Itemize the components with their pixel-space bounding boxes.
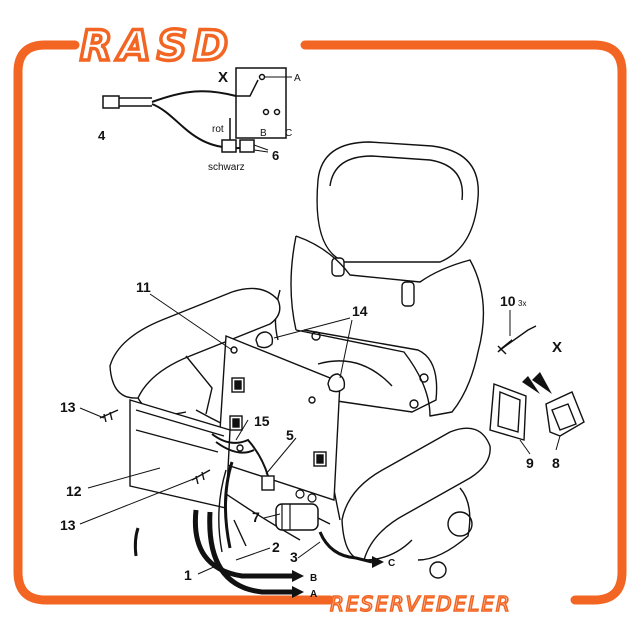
pin-c-label: C bbox=[285, 128, 292, 139]
pin-a-label: A bbox=[294, 73, 301, 84]
part-8-label: 8 bbox=[552, 455, 560, 471]
part-3-label: 3 bbox=[290, 549, 298, 565]
part-13-top-label: 13 bbox=[60, 399, 76, 415]
view-x-label: X bbox=[552, 339, 562, 356]
part-6-label: 6 bbox=[272, 148, 279, 163]
wire-black-label: schwarz bbox=[208, 162, 245, 173]
inset-title: X bbox=[218, 69, 228, 86]
part-1-label: 1 bbox=[184, 567, 192, 583]
part-11-label: 11 bbox=[136, 279, 151, 295]
brand-footer: RESERVEDELER bbox=[330, 592, 512, 616]
part-10-qty: 3x bbox=[518, 299, 526, 308]
part-13-bottom-label: 13 bbox=[60, 517, 76, 533]
arrow-a-label: A bbox=[310, 589, 317, 600]
part-10-label: 10 bbox=[500, 293, 516, 309]
wiring-harness bbox=[133, 433, 373, 595]
side-cover bbox=[99, 399, 231, 509]
part-12-label: 12 bbox=[66, 483, 82, 499]
part-2-label: 2 bbox=[272, 539, 280, 555]
pin-b-label: B bbox=[260, 128, 267, 139]
brand-frame bbox=[13, 40, 627, 605]
brand-logo: RASD bbox=[80, 21, 234, 70]
part-5-label: 5 bbox=[286, 427, 294, 443]
control-panel bbox=[217, 331, 346, 501]
part-9-label: 9 bbox=[526, 455, 534, 471]
connector-4-shape bbox=[102, 95, 120, 109]
part-4-label: 4 bbox=[98, 128, 106, 143]
part-7-label: 7 bbox=[252, 509, 260, 525]
view-x-pointer bbox=[532, 372, 552, 394]
arrow-c-label: C bbox=[388, 558, 395, 569]
inset-detail bbox=[102, 67, 292, 153]
part-14-label: 14 bbox=[352, 303, 368, 319]
arrow-b-label: B bbox=[310, 573, 317, 584]
wire-red-label: rot bbox=[212, 124, 224, 135]
part-15-label: 15 bbox=[254, 413, 270, 429]
handle-parts bbox=[489, 325, 585, 441]
leader-lines bbox=[79, 293, 561, 575]
